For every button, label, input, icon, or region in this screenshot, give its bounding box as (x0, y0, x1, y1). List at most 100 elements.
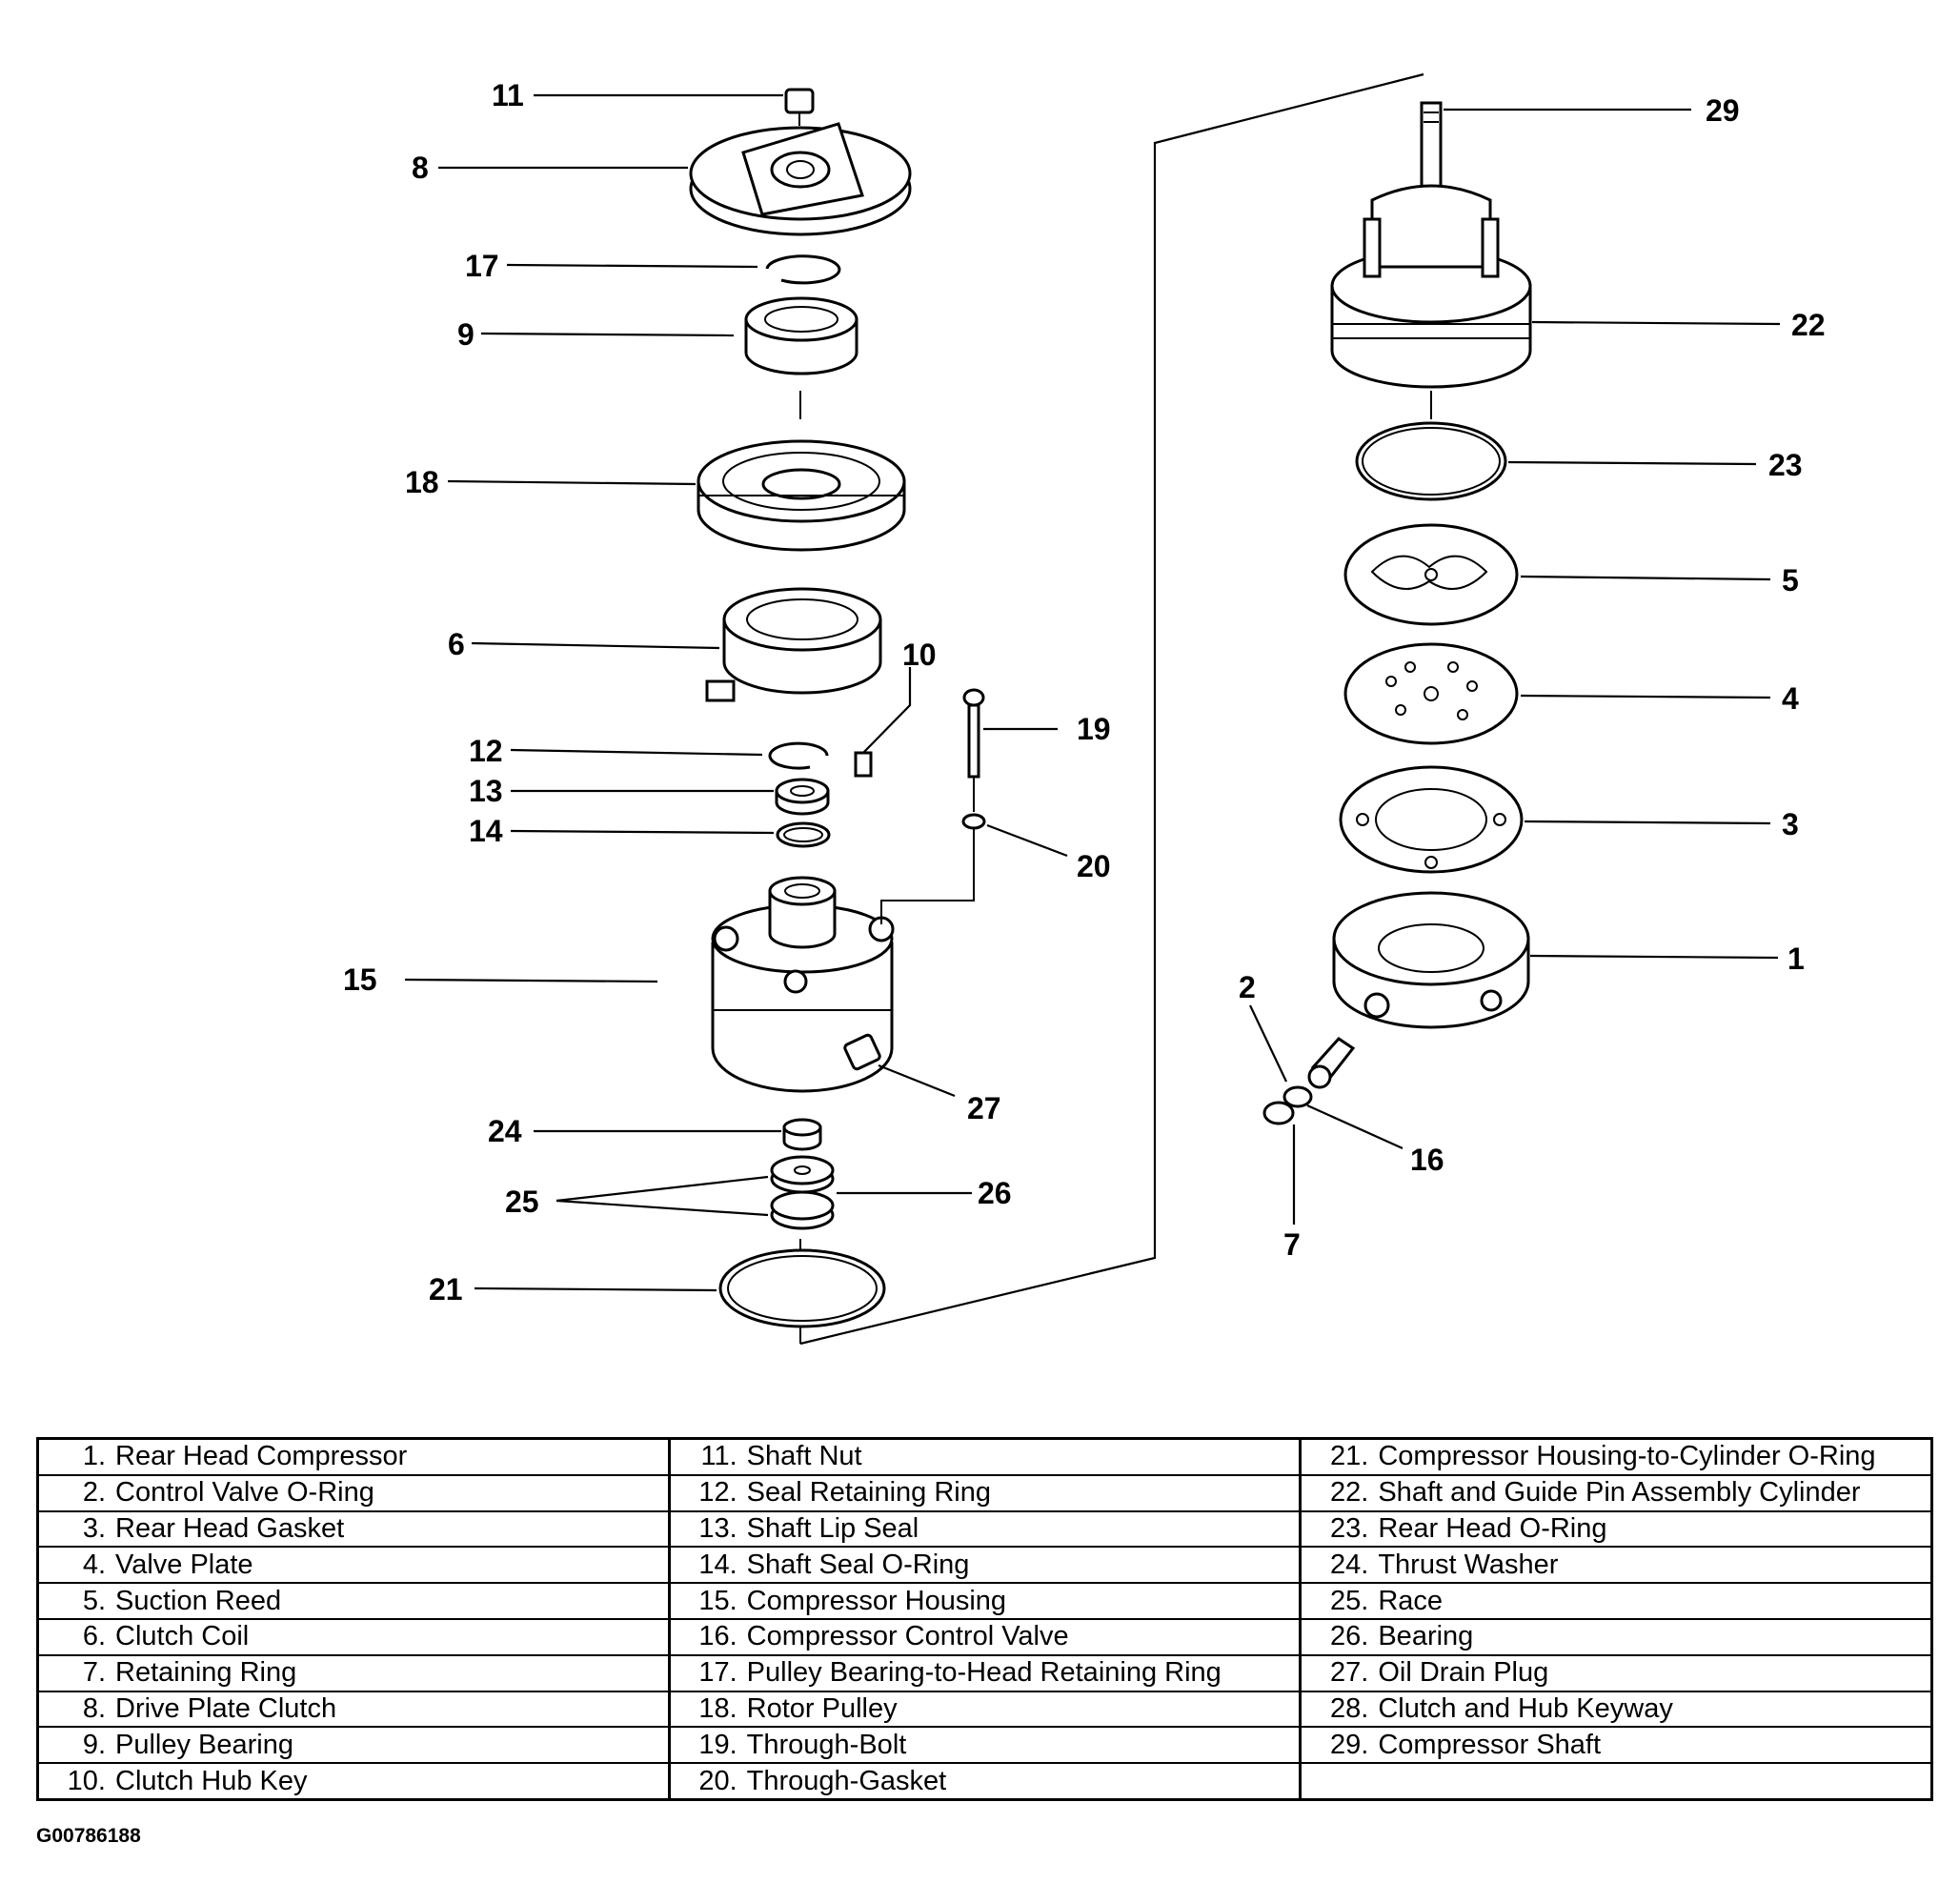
legend-number: 11. (700, 1441, 737, 1472)
legend-part-name: Shaft Nut (746, 1441, 862, 1472)
callout-26: 26 (978, 1176, 1012, 1210)
part-retaining-ring-17 (765, 254, 841, 285)
legend-row: 12. Seal Retaining Ring (670, 1476, 1300, 1512)
callout-29: 29 (1706, 93, 1740, 128)
legend-row: 19.Through-Bolt (670, 1728, 1300, 1765)
legend-row: 23.Rear Head O-Ring (1302, 1512, 1931, 1549)
legend-number: 15. (698, 1585, 737, 1616)
legend-number: 5. (82, 1585, 106, 1616)
legend-number: 7. (82, 1657, 106, 1689)
part-shaft-seal-o-ring (776, 821, 831, 848)
legend-row: 27.Oil Drain Plug (1302, 1656, 1931, 1692)
callout-5: 5 (1782, 563, 1799, 598)
part-rear-head-gasket (1339, 765, 1524, 874)
part-through-gasket (880, 813, 986, 924)
legend-row: 18. Rotor Pulley (670, 1692, 1300, 1729)
part-race-bearing-race (770, 1155, 835, 1230)
legend-number: 6. (82, 1621, 106, 1652)
callout-27: 27 (967, 1091, 1001, 1125)
legend-number: 4. (82, 1549, 106, 1580)
callout-24: 24 (488, 1114, 522, 1148)
legend-part-name: Shaft and Guide Pin Assembly Cylinder (1378, 1477, 1861, 1509)
callout-25: 25 (505, 1185, 539, 1219)
legend-row: 21. Compressor Housing-to-Cylinder O-Ring (1302, 1440, 1931, 1476)
legend-part-name: Control Valve O-Ring (115, 1477, 374, 1509)
callout-16: 16 (1410, 1143, 1444, 1177)
callout-labels: 11 8 17 9 18 6 10 12 13 14 15 19 20 27 2… (343, 78, 1826, 1306)
legend-row: 9.Pulley Bearing (39, 1728, 668, 1765)
legend-part-name: Valve Plate (115, 1549, 253, 1580)
legend-row: 6. Clutch Coil (39, 1620, 668, 1656)
legend-number: 3. (82, 1512, 106, 1544)
legend-row: 4. Valve Plate (39, 1548, 668, 1585)
legend-number: 25. (1330, 1585, 1369, 1616)
legend-row: 28. Clutch and Hub Keyway (1302, 1692, 1931, 1729)
legend-number: 20. (698, 1765, 737, 1796)
legend-part-name: Clutch Coil (115, 1621, 250, 1652)
legend-part-name: Rotor Pulley (746, 1692, 898, 1724)
callout-17: 17 (465, 249, 499, 283)
legend-number: 17. (698, 1657, 737, 1689)
legend-row: 11. Shaft Nut (670, 1440, 1300, 1476)
legend-part-name: Retaining Ring (115, 1657, 297, 1689)
legend-row: 5. Suction Reed (39, 1584, 668, 1620)
legend-number: 28. (1330, 1692, 1369, 1724)
part-shaft-nut (784, 88, 815, 126)
legend-part-name: Seal Retaining Ring (746, 1477, 991, 1509)
legend-part-name: Compressor Housing-to-Cylinder O-Ring (1378, 1441, 1876, 1472)
legend-number: 8. (82, 1692, 106, 1724)
callout-10: 10 (902, 638, 937, 672)
legend-number: 18. (698, 1692, 737, 1724)
callout-8: 8 (412, 151, 429, 185)
callout-7: 7 (1283, 1227, 1301, 1262)
callout-11: 11 (492, 78, 524, 112)
callout-2: 2 (1239, 970, 1256, 1004)
legend-part-name: Clutch and Hub Keyway (1378, 1692, 1673, 1724)
legend-row: 2.Control Valve O-Ring (39, 1476, 668, 1512)
part-clutch-hub-key (854, 751, 873, 778)
callout-4: 4 (1782, 681, 1799, 716)
legend-part-name: Bearing (1378, 1621, 1474, 1652)
legend-part-name: Compressor Shaft (1378, 1729, 1602, 1760)
callout-18: 18 (405, 465, 439, 499)
part-clutch-coil (705, 587, 882, 702)
callout-1: 1 (1787, 942, 1805, 976)
legend-row: 3.Rear Head Gasket (39, 1512, 668, 1549)
part-oil-drain-plug (843, 1033, 881, 1071)
legend-row: 10.Clutch Hub Key (39, 1764, 668, 1798)
part-shaft-lip-seal (775, 778, 830, 816)
part-cylinder-assembly (1330, 184, 1532, 389)
legend-number: 21. (1330, 1441, 1369, 1472)
legend-number: 1. (82, 1441, 106, 1472)
legend-part-name: Through-Bolt (746, 1729, 907, 1760)
part-rotor-pulley (697, 439, 906, 552)
callout-3: 3 (1782, 807, 1799, 841)
legend-part-name: Suction Reed (115, 1585, 282, 1616)
part-thrust-washer (782, 1118, 822, 1151)
callout-19: 19 (1077, 712, 1111, 746)
part-rear-head-compressor (1332, 891, 1530, 1029)
legend-row: 20.Through-Gasket (671, 1764, 1300, 1798)
legend-row: 17.Pulley Bearing-to-Head Retaining Ring (670, 1656, 1300, 1692)
legend-number: 29. (1330, 1729, 1369, 1760)
legend-number: 22. (1330, 1477, 1369, 1509)
legend-part-name: Shaft Lip Seal (746, 1512, 919, 1544)
legend-number: 12. (698, 1477, 737, 1509)
legend-part-name: Compressor Control Valve (746, 1621, 1069, 1652)
left-assembly (689, 88, 986, 1344)
legend-part-name: Shaft Seal O-Ring (746, 1549, 970, 1580)
legend-row: 8.Drive Plate Clutch (39, 1692, 668, 1729)
part-seal-retaining-ring (768, 741, 829, 770)
legend-number: 26. (1330, 1621, 1369, 1652)
legend-number: 24. (1330, 1549, 1369, 1580)
leader-lines (404, 93, 1781, 1292)
legend-row: 29. Compressor Shaft (1302, 1728, 1931, 1765)
legend-row: 25.Race (1302, 1584, 1931, 1620)
callout-15: 15 (343, 962, 377, 997)
legend-part-name: Thrust Washer (1378, 1549, 1559, 1580)
part-suction-reed (1343, 523, 1519, 626)
callout-14: 14 (469, 814, 503, 848)
